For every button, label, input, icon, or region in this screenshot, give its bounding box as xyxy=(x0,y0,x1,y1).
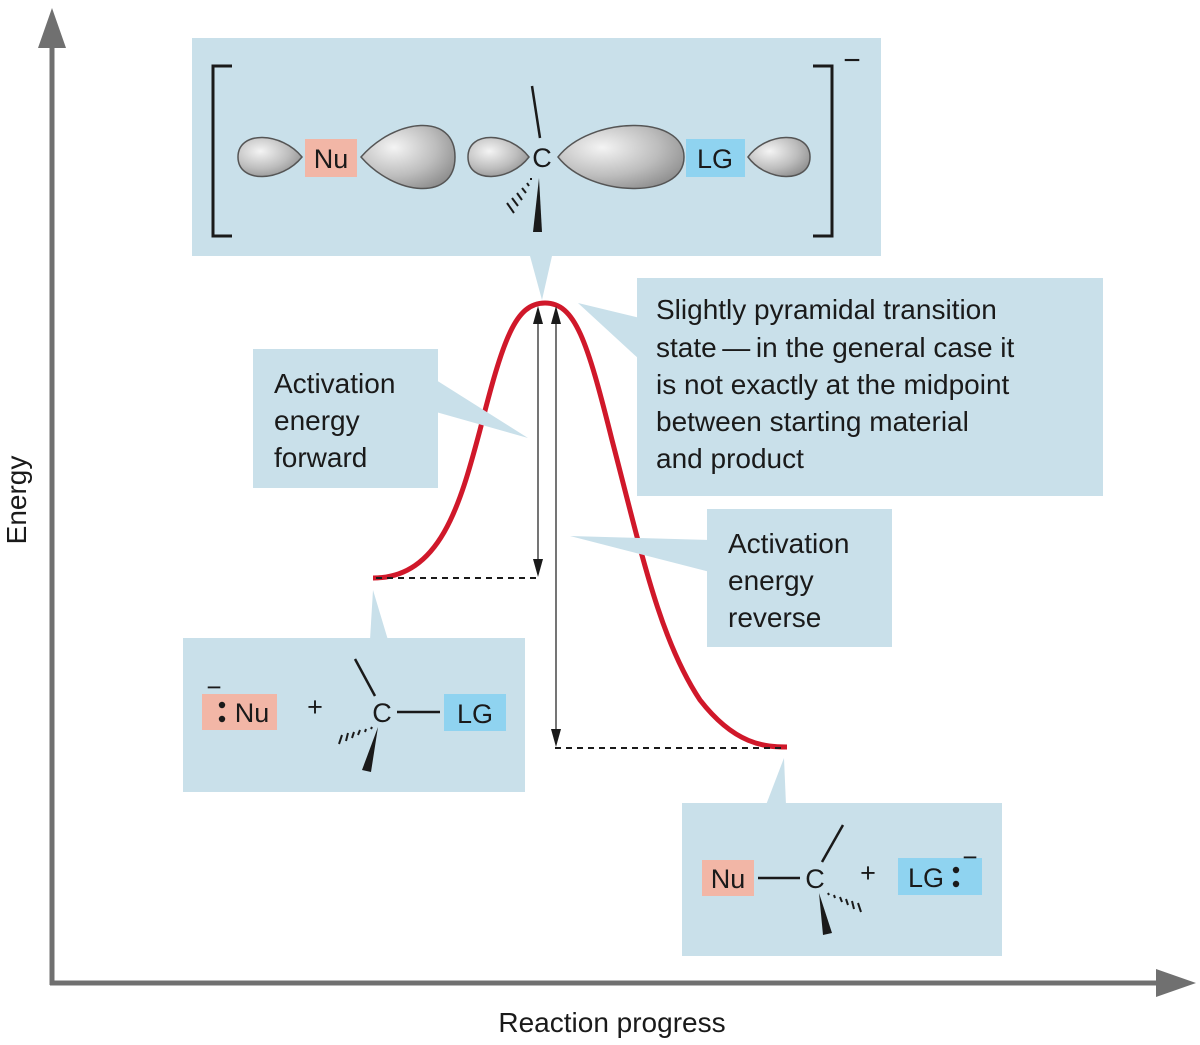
product-upper-bond xyxy=(820,824,845,863)
product-nucleophile-label: Nu xyxy=(711,864,746,894)
x-axis-arrow-icon xyxy=(1156,969,1196,997)
nu-large-lobe xyxy=(360,124,456,190)
reactant-hash-bond xyxy=(338,726,373,745)
right-bracket xyxy=(813,64,834,238)
transition-state-box: − Nu C LG xyxy=(192,38,881,300)
forward-arrow-top-icon xyxy=(533,306,543,324)
note-callout-pointer xyxy=(578,303,640,360)
product-lone-pair-dot-2 xyxy=(952,880,960,888)
product-plus: + xyxy=(860,858,876,888)
note-line-2: state — in the general case it xyxy=(656,332,1015,363)
ts-wedge-bond xyxy=(533,178,542,232)
ts-charge: − xyxy=(843,44,861,77)
reverse-arrow-top-icon xyxy=(551,306,561,324)
product-lone-pair-icon xyxy=(952,866,960,874)
reactant-nu-highlight xyxy=(202,694,277,730)
lg-small-lobe xyxy=(747,136,811,178)
y-axis-arrow-icon xyxy=(38,8,66,48)
reverse-arrow-bottom-icon xyxy=(551,729,561,747)
reactants-box-pointer xyxy=(370,590,388,640)
forward-callout-pointer xyxy=(436,380,528,438)
note-line-1: Slightly pyramidal transition xyxy=(656,294,997,325)
c-small-lobe xyxy=(467,136,530,178)
products-box: Nu C + LG − xyxy=(682,758,1002,956)
product-lg-charge: − xyxy=(962,842,977,872)
forward-line-2: energy xyxy=(274,405,360,436)
note-line-3: is not exactly at the midpoint xyxy=(656,369,1010,400)
reverse-line-2: energy xyxy=(728,565,814,596)
ts-carbon-label: C xyxy=(532,143,552,173)
product-hash-bond xyxy=(827,892,862,913)
energy-profile xyxy=(372,300,788,750)
note-line-5: and product xyxy=(656,443,804,474)
forward-line-3: forward xyxy=(274,442,367,473)
lg-highlight xyxy=(686,139,745,177)
activation-forward-callout: Activation energy forward xyxy=(253,349,528,488)
reactant-nucleophile-label: Nu xyxy=(235,698,270,728)
product-wedge-bond xyxy=(819,893,832,935)
reactant-upper-bond xyxy=(353,658,377,697)
product-carbon-label: C xyxy=(805,864,825,894)
reverse-line-3: reverse xyxy=(728,602,821,633)
forward-arrow-bottom-icon xyxy=(533,559,543,577)
activation-reverse-callout: Activation energy reverse xyxy=(570,509,892,647)
ts-hash-bond xyxy=(506,178,532,214)
y-axis-label: Energy xyxy=(1,456,32,545)
forward-line-1: Activation xyxy=(274,368,395,399)
axes: Energy Reaction progress xyxy=(1,8,1196,1038)
c-large-lobe xyxy=(557,124,685,190)
reactant-plus: + xyxy=(307,692,323,722)
products-box-pointer xyxy=(766,758,786,805)
reaction-curve xyxy=(372,300,788,750)
note-line-4: between starting material xyxy=(656,406,969,437)
reactant-carbon-label: C xyxy=(372,698,392,728)
reverse-line-1: Activation xyxy=(728,528,849,559)
reactant-nu-charge: − xyxy=(206,672,221,702)
reactant-lone-pair-icon xyxy=(218,701,226,709)
left-bracket xyxy=(211,64,232,238)
x-axis-label: Reaction progress xyxy=(498,1007,725,1038)
nu-small-lobe xyxy=(237,136,303,178)
transition-note-callout: Slightly pyramidal transition state — in… xyxy=(578,278,1103,496)
reactant-lg-highlight xyxy=(444,694,506,731)
reverse-callout-pointer xyxy=(570,536,710,572)
reactants-box: − Nu + C LG xyxy=(183,590,525,792)
product-nu-highlight xyxy=(702,860,754,896)
ts-upper-bond xyxy=(530,85,542,139)
nu-highlight xyxy=(305,139,357,177)
reactant-lone-pair-dot-2 xyxy=(218,715,226,723)
product-leaving-group-label: LG xyxy=(908,863,944,893)
reactant-wedge-bond xyxy=(362,727,378,772)
reactant-leaving-group-label: LG xyxy=(457,699,493,729)
ts-nucleophile-label: Nu xyxy=(314,144,349,174)
ts-box-pointer xyxy=(530,256,552,300)
ts-leaving-group-label: LG xyxy=(697,144,733,174)
product-lg-highlight xyxy=(898,858,982,895)
